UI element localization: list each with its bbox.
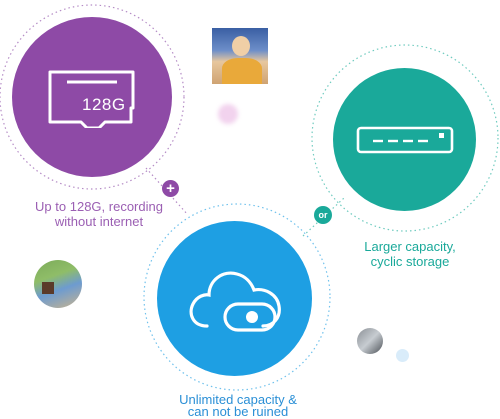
cloud-caption-line-2: can not be ruined — [187, 404, 289, 419]
plus-badge: + — [162, 180, 179, 197]
cloud-caption: Unlimited capacity & can not be ruined — [163, 392, 313, 419]
sd-card-caption-line-1: Up to 128G, recording — [35, 199, 163, 214]
cloud-circle — [157, 221, 312, 376]
nvr-ring — [311, 44, 499, 232]
person-shirt-shape — [222, 58, 262, 84]
nvr-caption: Larger capacity, cyclic storage — [340, 239, 480, 269]
nvr-circle — [333, 68, 476, 211]
cloud-caption-line-1: Unlimited capacity & — [179, 392, 297, 407]
light-blue-dot — [396, 349, 409, 362]
device-photo-thumbnail — [357, 328, 383, 354]
pink-dot — [218, 104, 238, 124]
yard-chair-shape — [42, 282, 54, 294]
sd-card-caption-line-2: without internet — [54, 214, 144, 229]
cloud-ring — [143, 203, 331, 391]
sd-card-label: 128G — [82, 95, 126, 114]
or-badge: or — [314, 206, 332, 224]
nvr-device-icon — [356, 126, 453, 153]
cloud-camera-icon — [189, 271, 281, 332]
sd-card-ring — [0, 4, 185, 190]
person-photo-thumbnail — [212, 28, 268, 84]
nvr-caption-line-2: cyclic storage — [370, 254, 450, 269]
sd-card-icon — [48, 70, 135, 128]
sd-card-caption: Up to 128G, recording without internet — [14, 199, 184, 229]
pool-yard-photo-thumbnail — [34, 260, 82, 308]
nvr-caption-line-1: Larger capacity, — [364, 239, 456, 254]
person-face-shape — [232, 36, 250, 56]
sd-card-circle: 128G — [12, 17, 172, 177]
